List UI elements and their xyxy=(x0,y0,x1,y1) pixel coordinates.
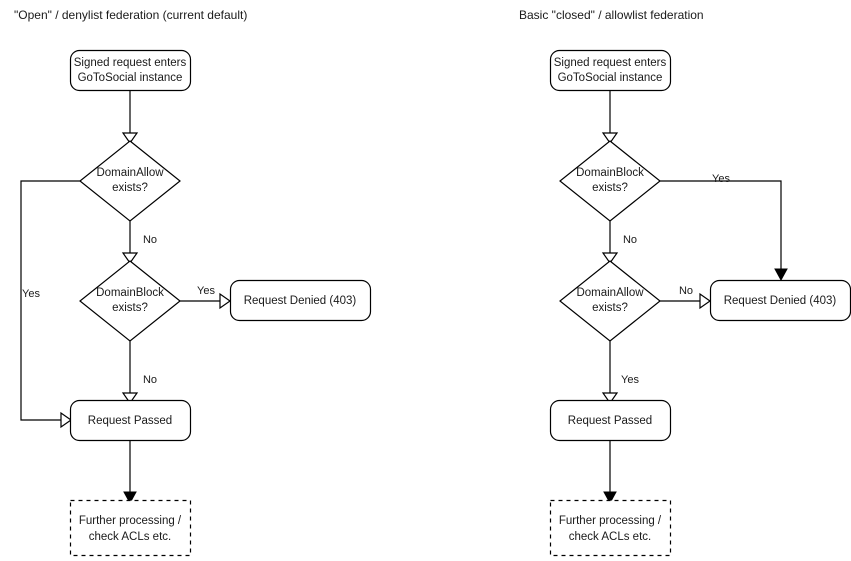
arrowhead-open-icon xyxy=(601,252,619,265)
edge-domainblock-yes-denied-right-line xyxy=(660,180,782,270)
node-request-passed-right-label: Request Passed xyxy=(568,415,652,427)
node-request-passed-left-label: Request Passed xyxy=(88,415,172,427)
node-domain-block-right-line2: exists? xyxy=(592,182,628,194)
edge-label-no-right-1: No xyxy=(623,234,637,246)
edge-label-yes-right-1: Yes xyxy=(712,173,730,185)
arrowhead-filled-icon xyxy=(603,491,617,505)
node-request-denied-left-shape[interactable] xyxy=(229,279,372,322)
node-domain-block-left[interactable]: DomainBlock exists? xyxy=(79,260,181,342)
node-entry-left-line1: Signed request enters xyxy=(74,57,187,69)
node-domain-allow-left-line2: exists? xyxy=(112,182,148,194)
arrowhead-open-icon xyxy=(219,292,232,310)
node-entry-right-line2: GoToSocial instance xyxy=(558,72,663,84)
arrowhead-open-icon xyxy=(60,411,73,429)
node-domain-allow-right-line1: DomainAllow xyxy=(576,287,644,299)
column-closed-allowlist: Basic "closed" / allowlist federation Si… xyxy=(519,8,851,557)
arrowhead-filled-icon xyxy=(123,491,137,505)
edge-entry-to-domainallow-left xyxy=(121,90,139,145)
edge-label-no-right-2: No xyxy=(679,285,693,297)
node-domain-allow-left-shape[interactable] xyxy=(79,140,181,222)
column-open-denylist: "Open" / denylist federation (current de… xyxy=(14,8,372,557)
node-domain-block-right[interactable]: DomainBlock exists? xyxy=(559,140,661,222)
node-domain-allow-left[interactable]: DomainAllow exists? xyxy=(79,140,181,222)
arrowhead-open-icon xyxy=(121,252,139,265)
arrowhead-open-icon xyxy=(601,132,619,145)
node-request-denied-left[interactable]: Request Denied (403) xyxy=(229,279,372,322)
edge-domainallow-yes-passed-left: Yes xyxy=(20,180,80,429)
node-request-denied-left-label: Request Denied (403) xyxy=(244,295,357,307)
arrowhead-open-icon xyxy=(121,132,139,145)
edge-entry-to-domainblock-right xyxy=(601,90,619,145)
node-domain-allow-left-line1: DomainAllow xyxy=(96,167,164,179)
node-request-denied-right-label: Request Denied (403) xyxy=(724,295,837,307)
edge-passed-to-further-left xyxy=(123,441,137,505)
edge-domainallow-yes-passed-right: Yes xyxy=(601,341,639,405)
node-further-processing-right-shape[interactable] xyxy=(549,499,672,557)
column-title-open-denylist: "Open" / denylist federation (current de… xyxy=(14,8,247,22)
node-domain-block-right-shape[interactable] xyxy=(559,140,661,222)
node-further-processing-left[interactable]: Further processing / check ACLs etc. xyxy=(69,499,192,557)
node-request-passed-left[interactable]: Request Passed xyxy=(69,399,192,442)
node-request-passed-right[interactable]: Request Passed xyxy=(549,399,672,442)
node-request-passed-left-shape[interactable] xyxy=(69,399,192,442)
node-domain-allow-right-shape[interactable] xyxy=(559,260,661,342)
node-domain-block-left-shape[interactable] xyxy=(79,260,181,342)
node-entry-right-line1: Signed request enters xyxy=(554,57,667,69)
node-further-processing-right-line1: Further processing / xyxy=(559,515,662,527)
edge-domainblock-no-passed-left: No xyxy=(121,341,157,405)
node-further-processing-right[interactable]: Further processing / check ACLs etc. xyxy=(549,499,672,557)
node-further-processing-left-shape[interactable] xyxy=(69,499,192,557)
column-title-closed-allowlist: Basic "closed" / allowlist federation xyxy=(519,8,704,22)
node-further-processing-left-line2: check ACLs etc. xyxy=(89,531,171,543)
node-domain-block-right-line1: DomainBlock xyxy=(576,167,644,179)
edge-domainblock-no-domainallow-right: No xyxy=(601,221,637,265)
edge-label-yes-left-1: Yes xyxy=(197,285,215,297)
edge-passed-to-further-right xyxy=(603,441,617,505)
node-domain-block-left-line2: exists? xyxy=(112,302,148,314)
node-entry-right[interactable]: Signed request enters GoToSocial instanc… xyxy=(549,49,672,92)
edge-label-yes-left-outer: Yes xyxy=(22,288,40,300)
node-entry-left[interactable]: Signed request enters GoToSocial instanc… xyxy=(69,49,192,92)
edge-label-yes-right-2: Yes xyxy=(621,374,639,386)
node-domain-block-left-line1: DomainBlock xyxy=(96,287,164,299)
node-further-processing-left-line1: Further processing / xyxy=(79,515,182,527)
arrowhead-open-icon xyxy=(121,392,139,405)
edge-label-no-left-2: No xyxy=(143,374,157,386)
edge-domainblock-yes-denied-left: Yes xyxy=(180,285,232,310)
node-request-passed-right-shape[interactable] xyxy=(549,399,672,442)
node-request-denied-right[interactable]: Request Denied (403) xyxy=(709,279,851,322)
edge-domainallow-no-domainblock-left: No xyxy=(121,221,157,265)
arrowhead-filled-icon xyxy=(774,268,788,282)
edge-label-no-left-1: No xyxy=(143,234,157,246)
node-domain-allow-right-line2: exists? xyxy=(592,302,628,314)
arrowhead-open-icon xyxy=(601,392,619,405)
node-entry-left-line2: GoToSocial instance xyxy=(78,72,183,84)
node-domain-allow-right[interactable]: DomainAllow exists? xyxy=(559,260,661,342)
arrowhead-open-icon xyxy=(699,292,712,310)
edge-domainblock-yes-denied-right: Yes xyxy=(660,173,788,282)
node-further-processing-right-line2: check ACLs etc. xyxy=(569,531,651,543)
edge-domainallow-no-denied-right: No xyxy=(660,285,712,310)
edge-domainallow-yes-passed-left-line xyxy=(20,180,80,421)
